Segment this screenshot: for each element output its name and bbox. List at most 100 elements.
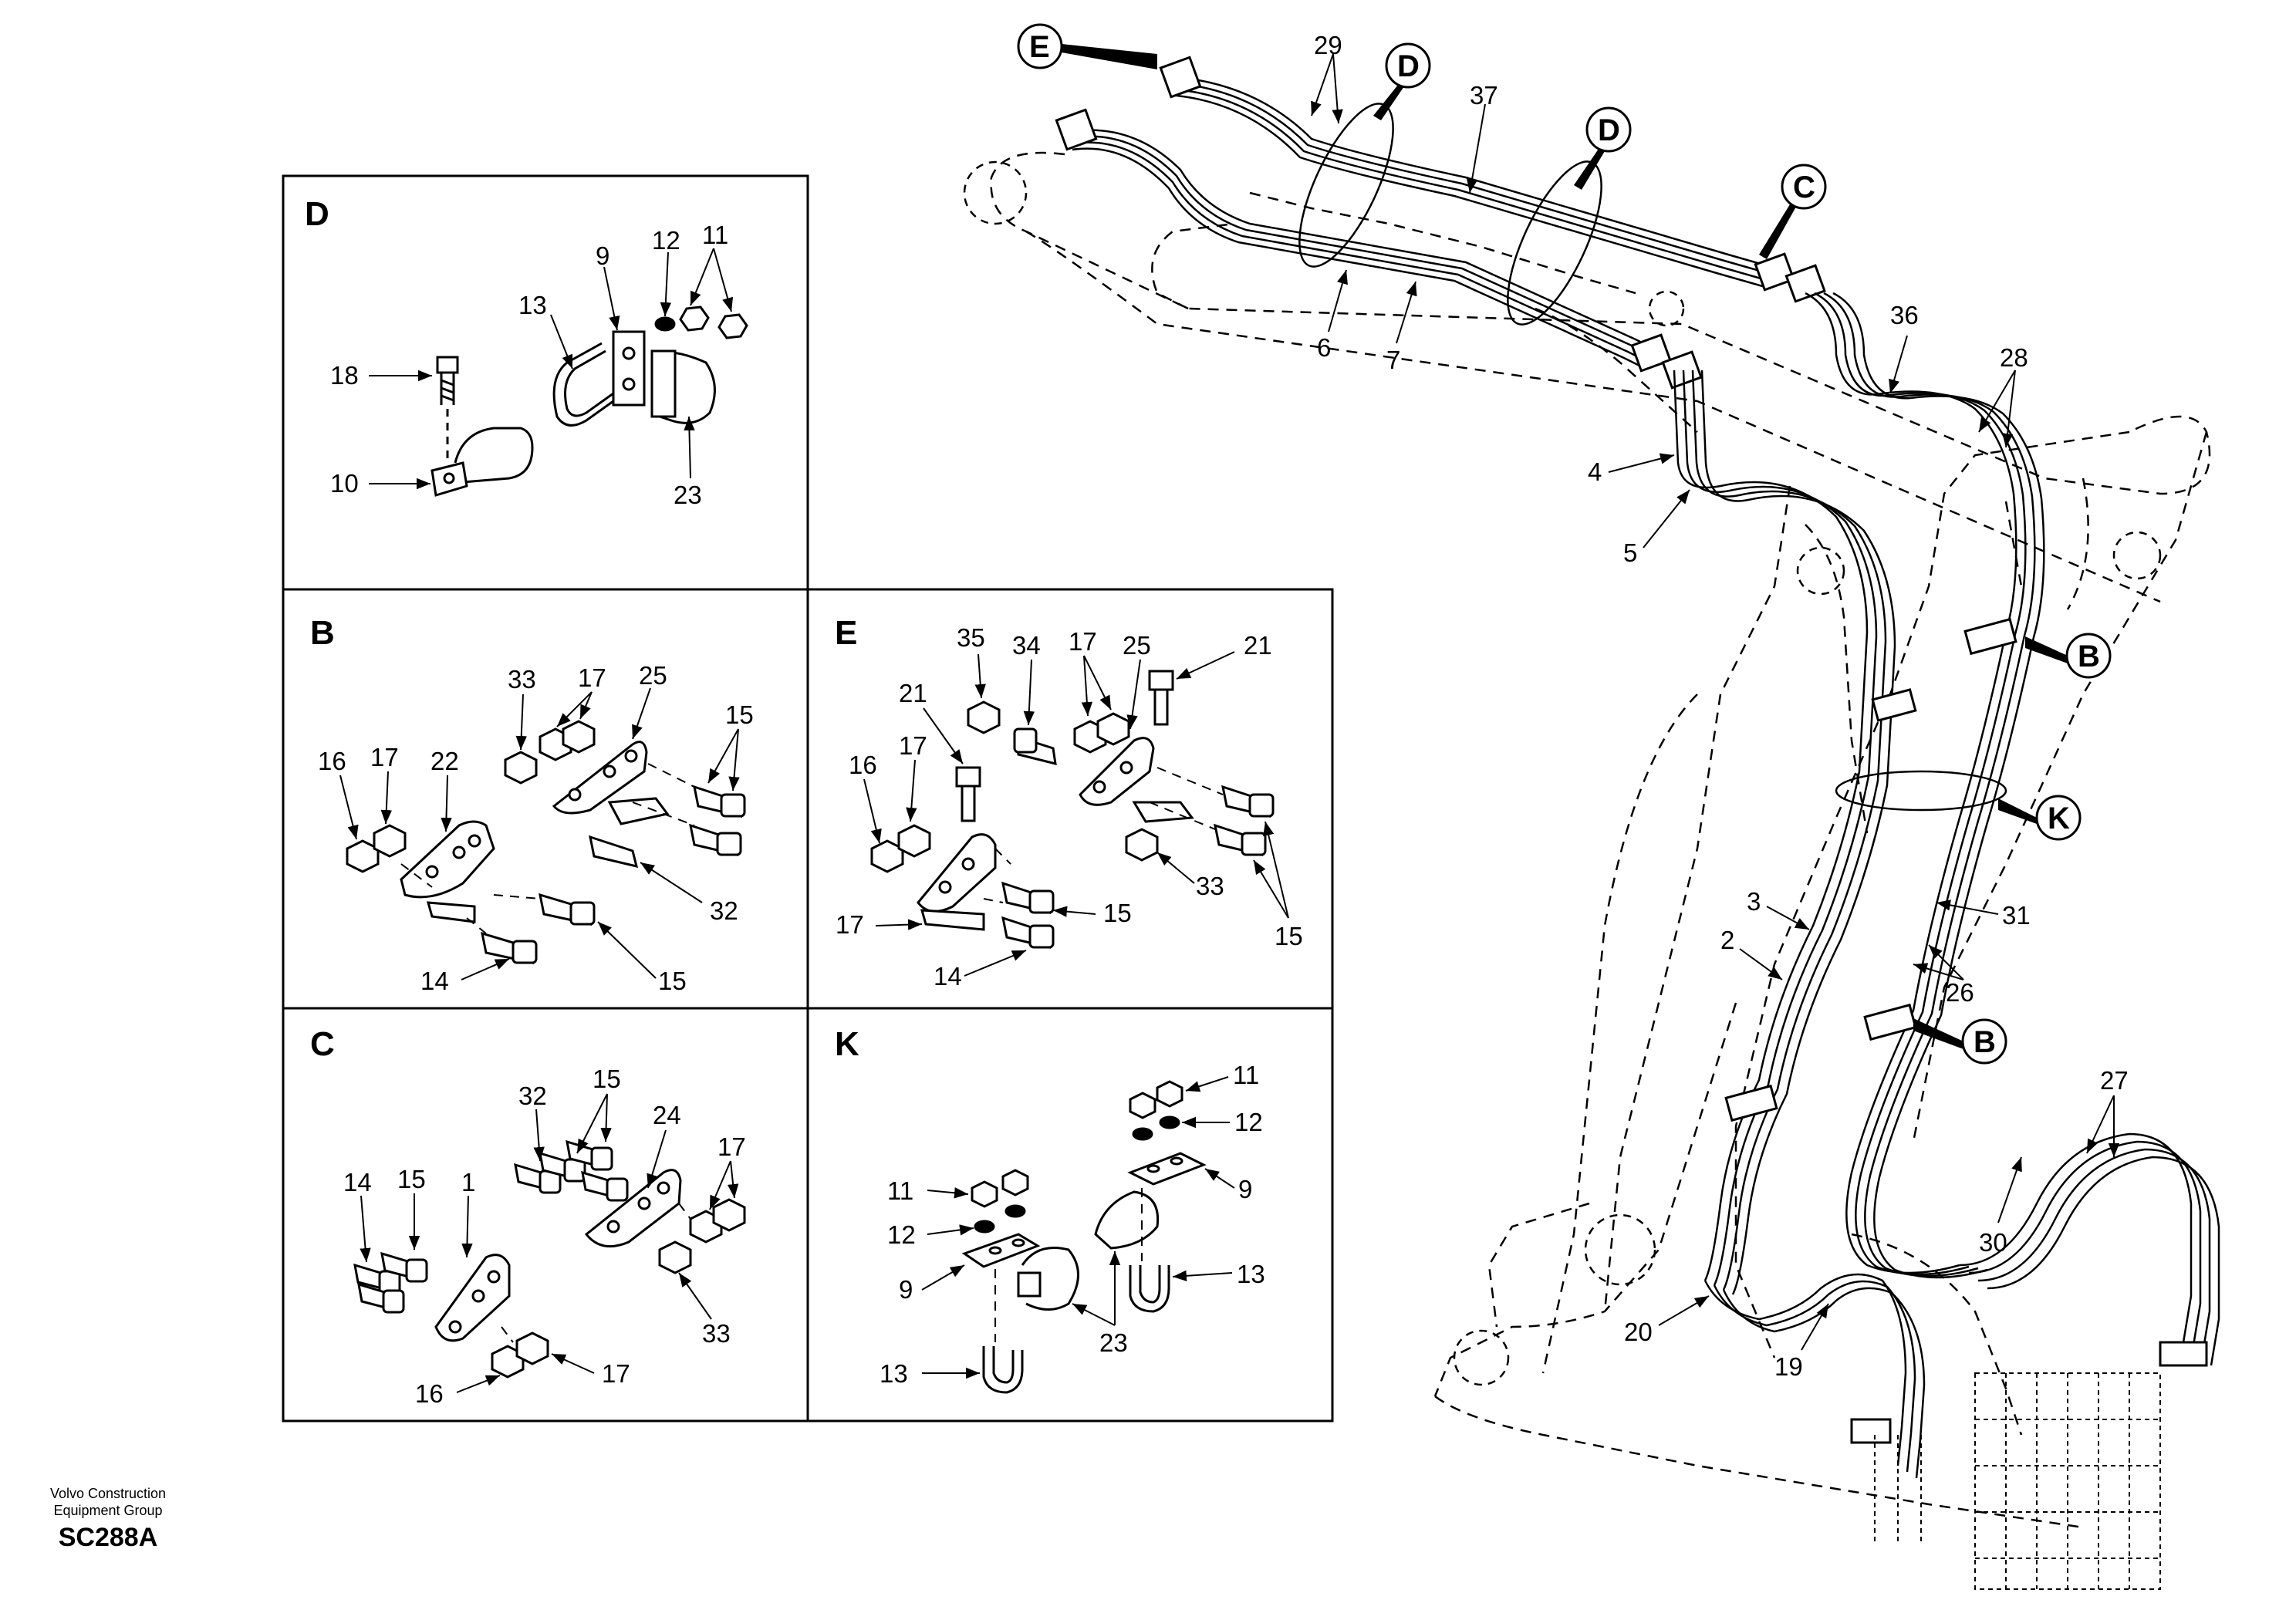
panel-e-label-17-top: 17 [1069, 627, 1097, 656]
main-label-37: 37 [1470, 81, 1498, 110]
panel-e-label-16: 16 [849, 751, 877, 779]
panel-d-title: D [305, 195, 329, 233]
panel-e-parts [870, 670, 1275, 950]
main-label-19: 19 [1774, 1352, 1803, 1381]
panel-b-label-32: 32 [710, 896, 738, 925]
callout-e: E [1029, 30, 1050, 64]
panel-e-title: E [835, 614, 857, 652]
company-line-1: Volvo Construction [49, 1486, 167, 1501]
panel-d-label-10: 10 [330, 469, 359, 498]
panel-e-label-15-right: 15 [1275, 922, 1303, 950]
panel-b-leaders [339, 687, 740, 980]
hose-bundle-middle [1072, 129, 1660, 371]
panel-d-label-23: 23 [674, 481, 702, 509]
main-label-4: 4 [1588, 457, 1602, 486]
panel-e-label-21-left: 21 [899, 679, 927, 707]
panel-b-dashes [400, 763, 695, 934]
panel-e-label-34: 34 [1012, 631, 1041, 660]
hose-bundle-right [1805, 292, 2045, 1279]
main-label-20: 20 [1624, 1318, 1653, 1346]
panel-c-label-15-top: 15 [593, 1065, 621, 1093]
panel-b-label-15-bottom: 15 [658, 967, 687, 995]
panel-d-label-18: 18 [330, 361, 359, 390]
callout-d-left: D [1397, 49, 1420, 83]
panel-k-dashes [994, 1188, 1143, 1342]
panel-c-label-17-bottom: 17 [602, 1359, 630, 1388]
panel-k-label-13-left: 13 [880, 1359, 908, 1388]
panel-c-label-17-top: 17 [718, 1132, 746, 1161]
panel-b-parts [346, 720, 746, 964]
panel-c-label-24: 24 [653, 1101, 681, 1129]
hose-bundle-upper [1176, 76, 1783, 290]
panel-k-leaders [921, 1076, 1235, 1379]
panel-c-label-14: 14 [343, 1168, 372, 1196]
panel-e-leaders [863, 651, 1289, 977]
main-label-28: 28 [2000, 343, 2028, 372]
panel-e-label-14: 14 [934, 962, 962, 991]
panel-b-title: B [310, 614, 335, 652]
panel-k-label-9-right: 9 [1238, 1175, 1252, 1203]
pivot-pins [963, 160, 2162, 1386]
panel-e-dashes [983, 767, 1224, 903]
panel-b-label-15-top: 15 [725, 700, 754, 729]
arm-clamps [1724, 617, 2208, 1444]
panel-c: C [310, 1025, 746, 1408]
panel-k-label-11-right: 11 [1233, 1061, 1259, 1089]
hose-loop-30 [1959, 1132, 2220, 1366]
panel-k-label-9-left: 9 [899, 1275, 913, 1304]
main-label-29: 29 [1314, 31, 1342, 59]
panel-c-label-33: 33 [702, 1319, 731, 1348]
panel-b-label-25: 25 [639, 661, 667, 690]
main-leaders [1311, 53, 2120, 1351]
panel-d-label-9: 9 [596, 241, 609, 270]
panel-c-title: C [310, 1025, 335, 1063]
panel-d-leaders [369, 248, 734, 490]
panel-k-label-12-left: 12 [887, 1220, 916, 1249]
panel-b-label-22: 22 [430, 747, 459, 775]
panel-d-parts [430, 305, 748, 497]
main-label-27: 27 [2100, 1066, 2129, 1095]
panel-e-label-21-top: 21 [1244, 631, 1272, 660]
panel-b-label-17-top: 17 [578, 663, 606, 692]
callout-b-upper: B [2078, 640, 2100, 673]
panel-k-label-23: 23 [1099, 1328, 1128, 1357]
panel-e-label-25: 25 [1123, 631, 1151, 660]
control-valve [1874, 1372, 2161, 1590]
main-label-30: 30 [1979, 1228, 2007, 1257]
callout-pointers [1062, 44, 2068, 1049]
panel-b-label-14: 14 [420, 967, 449, 995]
main-label-3: 3 [1747, 887, 1761, 916]
publisher-footer: Volvo Construction Equipment Group SC288… [23, 1485, 193, 1556]
panel-e-label-33: 33 [1196, 872, 1224, 900]
panel-d: D [305, 195, 748, 509]
panel-d-label-13: 13 [518, 291, 547, 319]
panel-b-label-17-left: 17 [370, 743, 399, 771]
panel-k-label-11-left: 11 [887, 1176, 913, 1205]
panel-e-label-17-bottom: 17 [836, 910, 864, 939]
panel-e-label-35: 35 [957, 623, 985, 652]
panel-c-label-32: 32 [518, 1082, 547, 1110]
panel-k-parts [961, 1080, 1207, 1394]
main-label-7: 7 [1386, 346, 1400, 374]
panel-c-dashes [501, 1203, 691, 1343]
panel-d-label-12: 12 [652, 226, 680, 255]
panel-b-label-16: 16 [318, 747, 346, 775]
connectors-top [1055, 56, 1826, 390]
main-label-6: 6 [1317, 333, 1331, 362]
panel-k-title: K [835, 1025, 859, 1063]
callout-b-lower: B [1974, 1025, 1996, 1059]
main-label-2: 2 [1720, 926, 1734, 954]
panel-e-label-15-mid: 15 [1103, 899, 1132, 927]
main-label-5: 5 [1623, 538, 1637, 567]
callout-d-right: D [1598, 113, 1620, 147]
panel-c-label-15-left: 15 [397, 1165, 426, 1193]
hose-loop-19 [1703, 1273, 1926, 1479]
main-assembly: E D D C B K B 29 [963, 23, 2220, 1590]
company-line-2: Equipment Group [53, 1503, 163, 1518]
callout-circles [1017, 23, 2112, 1065]
panel-k-label-12-right: 12 [1234, 1108, 1263, 1136]
callout-k: K [2048, 802, 2070, 835]
panel-b: B [310, 614, 754, 995]
hose-bundle-left [1673, 370, 1896, 1295]
